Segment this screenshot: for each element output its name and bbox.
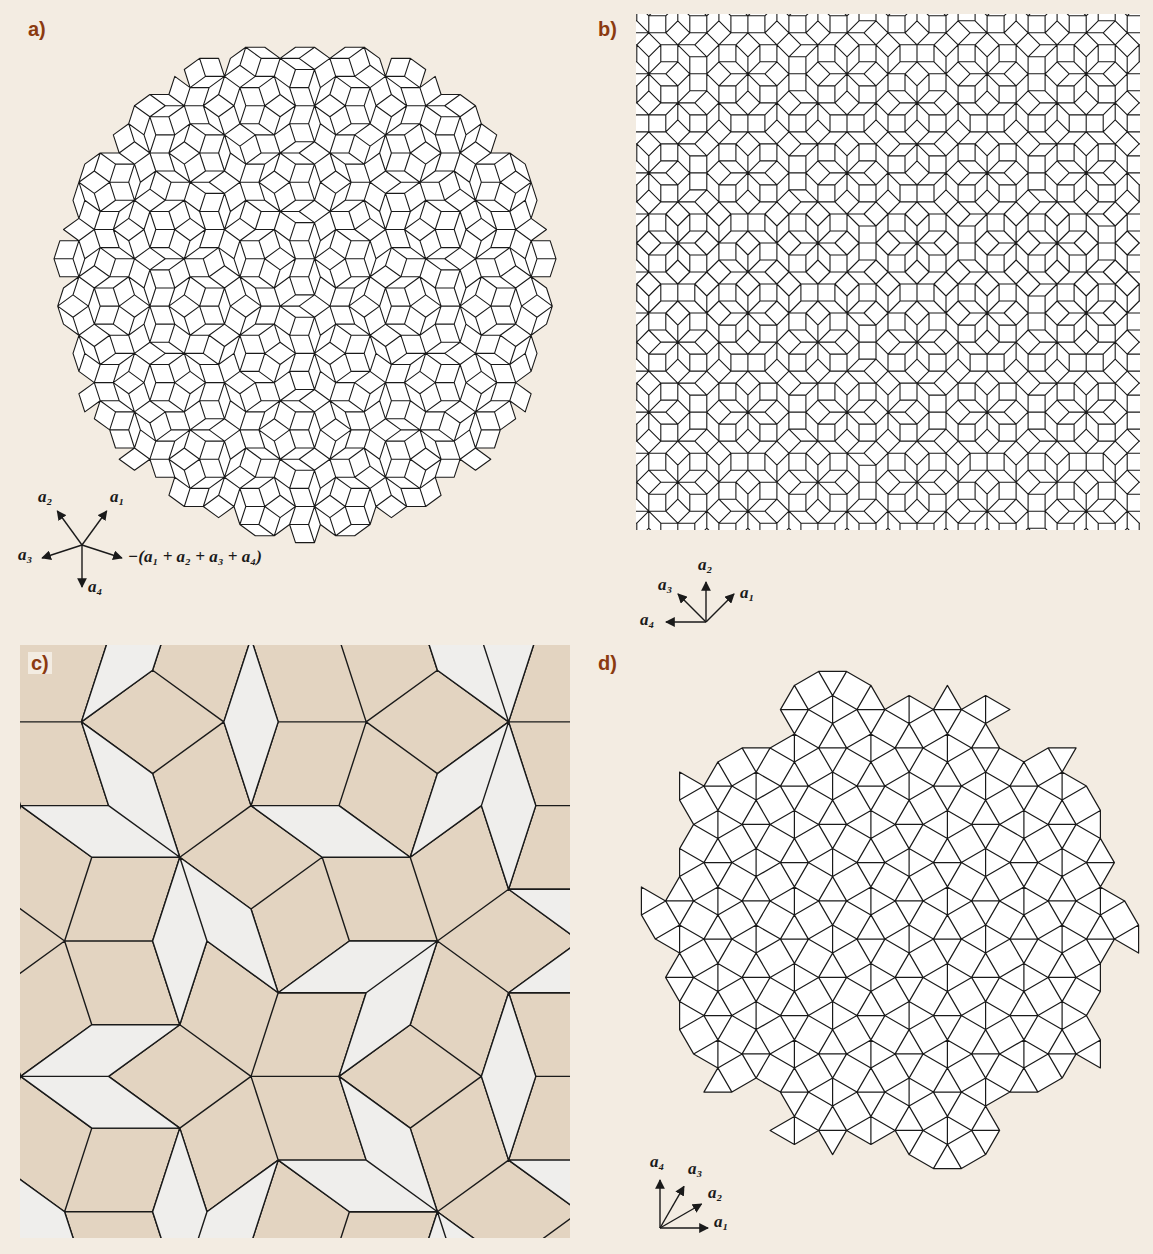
- vector-label: −(a₁ + a₂ + a₃ + a₄): [128, 548, 262, 567]
- vector-label: a₄: [650, 1153, 664, 1172]
- decagonal-covering: [20, 645, 570, 1238]
- cluster-tiles: [20, 645, 570, 1238]
- vector-arrow: [705, 582, 706, 622]
- vector-arrow: [678, 594, 706, 622]
- panel-letter: d): [598, 652, 617, 674]
- square-rhombus-tiles: [636, 14, 1140, 530]
- vector-label: a₁: [740, 584, 754, 603]
- vector-label: a₄: [640, 611, 654, 630]
- vector-label: a₃: [18, 546, 32, 565]
- square-triangle-tiles: [641, 671, 1138, 1168]
- vector-label: a₃: [688, 1160, 702, 1179]
- vector-label: a₁: [714, 1213, 728, 1232]
- panel-letter: c): [28, 652, 52, 674]
- vector-label: a₂: [708, 1184, 722, 1203]
- vector-label: a₂: [698, 556, 712, 575]
- penrose-tiling: [54, 47, 556, 542]
- vector-label: a₂: [38, 488, 52, 507]
- vector-arrow: [57, 511, 82, 545]
- basis-vectors: [42, 511, 734, 1228]
- vector-arrow: [660, 1227, 708, 1228]
- vector-arrow: [82, 511, 107, 545]
- vector-arrow: [706, 594, 734, 622]
- panel-letter: b): [598, 18, 617, 40]
- vector-arrow: [82, 545, 122, 558]
- vector-arrow: [660, 1186, 684, 1228]
- panel-letter: a): [28, 18, 46, 40]
- vector-arrow: [42, 545, 82, 558]
- octagonal-tiling: [636, 14, 1140, 530]
- vector-arrow: [81, 545, 82, 587]
- vector-arrow: [659, 1180, 660, 1228]
- vector-label: a₄: [88, 578, 102, 597]
- cluster-tiles: [20, 645, 570, 1238]
- square-triangle-tiling: [641, 671, 1138, 1168]
- vector-arrow: [666, 621, 706, 622]
- vector-label: a₃: [658, 576, 672, 595]
- rhombus-tiles: [54, 47, 556, 542]
- vector-label: a₁: [110, 488, 124, 507]
